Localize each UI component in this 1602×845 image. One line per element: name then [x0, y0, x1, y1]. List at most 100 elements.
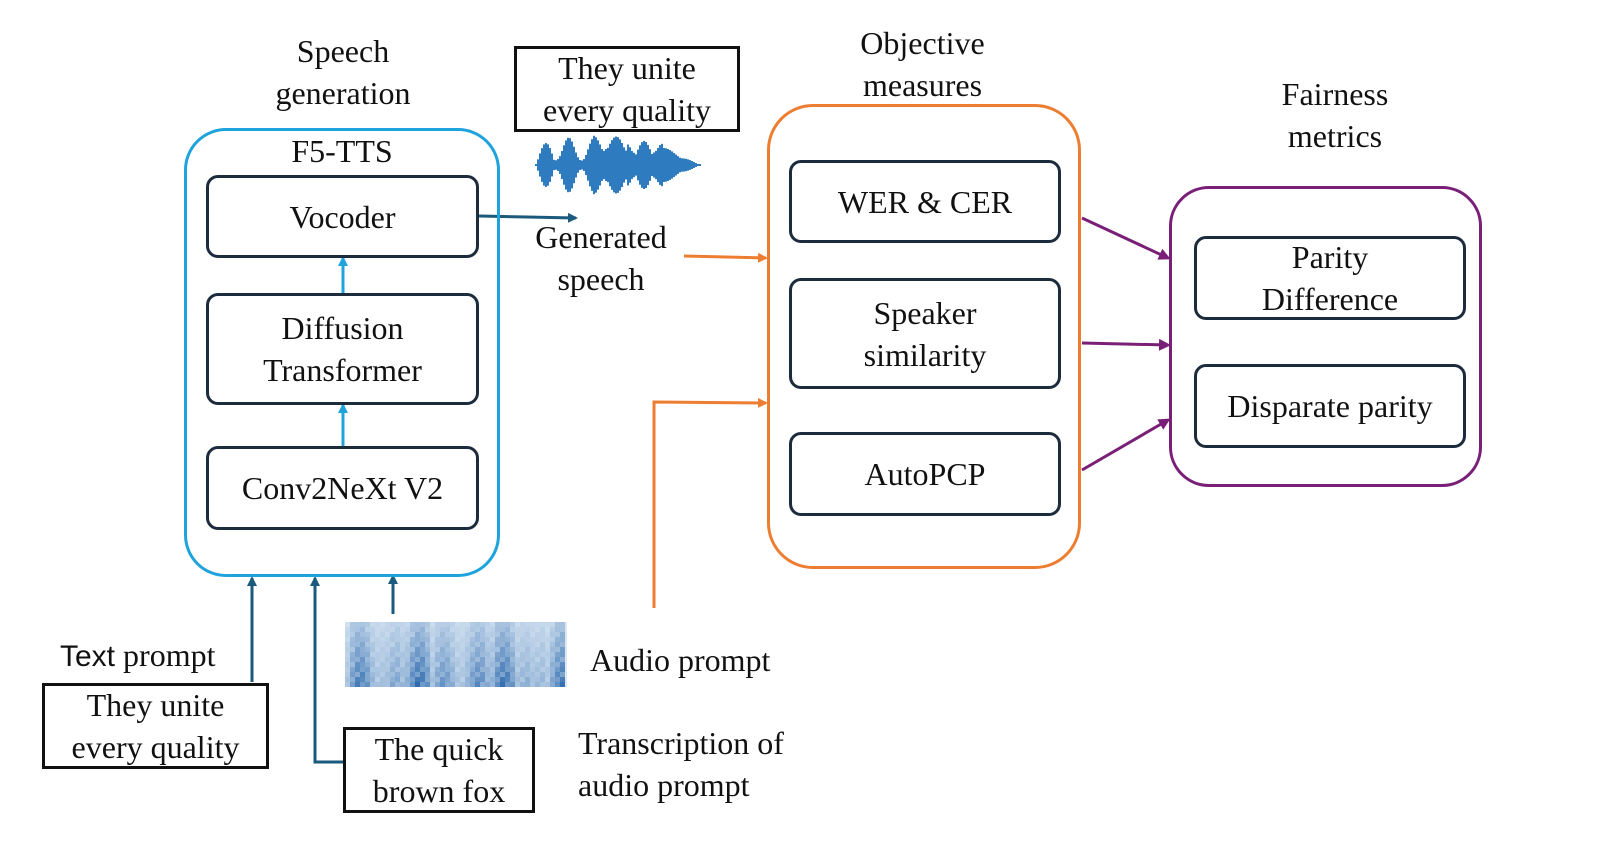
- spectrogram-cell: [425, 642, 430, 647]
- spectrogram-cell: [475, 682, 480, 687]
- spectrogram-cell: [550, 677, 555, 682]
- spectrogram-cell: [345, 657, 350, 662]
- spectrogram-cell: [470, 672, 475, 677]
- spectrogram-cell: [380, 622, 385, 627]
- spectrogram-cell: [465, 632, 470, 637]
- spectrogram-cell: [400, 627, 405, 632]
- spectrogram-cell: [460, 662, 465, 667]
- generated-speech-line2: speech: [557, 261, 645, 297]
- spectrogram-cell: [375, 657, 380, 662]
- text-prompt-line1: They unite: [86, 687, 225, 723]
- spectrogram-cell: [390, 657, 395, 662]
- spectrogram-cell: [475, 627, 480, 632]
- spectrogram-cell: [490, 652, 495, 657]
- spectrogram-cell: [510, 647, 515, 652]
- spectrogram-cell: [350, 682, 355, 687]
- spectrogram-cell: [415, 642, 420, 647]
- spectrogram-cell: [450, 672, 455, 677]
- spectrogram-cell: [425, 637, 430, 642]
- spectrogram-cell: [500, 622, 505, 627]
- spectrogram-cell: [490, 677, 495, 682]
- spectrogram-cell: [425, 672, 430, 677]
- spectrogram-cell: [560, 637, 565, 642]
- spectrogram-cell: [350, 662, 355, 667]
- spectrogram-cell: [380, 642, 385, 647]
- spectrogram-cell: [420, 657, 425, 662]
- spectrogram-cell: [465, 647, 470, 652]
- spectrogram-cell: [500, 677, 505, 682]
- spectrogram-cell: [345, 627, 350, 632]
- spectrogram-cell: [560, 622, 565, 627]
- spectrogram-cell: [365, 667, 370, 672]
- spectrogram-cell: [535, 672, 540, 677]
- spectrogram-cell: [525, 632, 530, 637]
- spectrogram-cell: [445, 682, 450, 687]
- spectrogram-cell: [480, 627, 485, 632]
- spectrogram-cell: [465, 677, 470, 682]
- spectrogram-cell: [385, 652, 390, 657]
- spectrogram-cell: [475, 672, 480, 677]
- spectrogram-cell: [470, 642, 475, 647]
- spectrogram-cell: [405, 652, 410, 657]
- spectrogram-cell: [535, 637, 540, 642]
- spectrogram-cell: [495, 657, 500, 662]
- spectrogram-cell: [495, 632, 500, 637]
- spectrogram-cell: [395, 642, 400, 647]
- spectrogram-cell: [375, 652, 380, 657]
- spectrogram-cell: [415, 662, 420, 667]
- spectrogram-cell: [400, 642, 405, 647]
- spectrogram-cell: [500, 652, 505, 657]
- spectrogram-cell: [485, 652, 490, 657]
- arrow-audio-to-objective: [652, 397, 768, 608]
- spectrogram-cell: [355, 637, 360, 642]
- spectrogram-cell: [345, 622, 350, 627]
- spectrogram-cell: [345, 677, 350, 682]
- spectrogram-cell: [445, 672, 450, 677]
- text-prompt-word2: prompt: [123, 637, 216, 673]
- speech-generation-heading: Speech generation: [238, 30, 448, 114]
- spectrogram-cell: [390, 642, 395, 647]
- spectrogram-cell: [445, 667, 450, 672]
- spectrogram-cell: [420, 652, 425, 657]
- spectrogram-cell: [530, 662, 535, 667]
- spectrogram-cell: [545, 637, 550, 642]
- spectrogram-cell: [360, 647, 365, 652]
- spectrogram-cell: [560, 642, 565, 647]
- spectrogram-cell: [390, 627, 395, 632]
- spectrogram-cell: [525, 637, 530, 642]
- spectrogram-cell: [345, 642, 350, 647]
- spectrogram-cell: [440, 637, 445, 642]
- generated-text-line2: every quality: [543, 92, 711, 128]
- spectrogram-cell: [550, 662, 555, 667]
- spectrogram-cell: [375, 627, 380, 632]
- spectrogram-cell: [400, 667, 405, 672]
- spectrogram-cell: [375, 637, 380, 642]
- spectrogram-cell: [465, 667, 470, 672]
- spectrogram-cell: [535, 647, 540, 652]
- spectrogram-cell: [425, 667, 430, 672]
- spectrogram-cell: [475, 652, 480, 657]
- spectrogram-cell: [540, 662, 545, 667]
- spectrogram-cell: [410, 627, 415, 632]
- spectrogram-cell: [400, 622, 405, 627]
- spectrogram-cell: [410, 662, 415, 667]
- spectrogram-cell: [355, 632, 360, 637]
- spectrogram-cell: [520, 637, 525, 642]
- spectrogram-cell: [520, 627, 525, 632]
- spectrogram-cell: [535, 622, 540, 627]
- spectrogram-cell: [540, 652, 545, 657]
- spectrogram-cell: [445, 662, 450, 667]
- spectrogram-cell: [500, 642, 505, 647]
- spectrogram-cell: [410, 637, 415, 642]
- spectrogram-cell: [525, 682, 530, 687]
- spectrogram-cell: [555, 682, 560, 687]
- spectrogram-cell: [345, 672, 350, 677]
- spectrogram-cell: [505, 657, 510, 662]
- spectrogram-cell: [460, 682, 465, 687]
- spectrogram-cell: [465, 657, 470, 662]
- spectrogram-cell: [480, 632, 485, 637]
- spectrogram-cell: [560, 657, 565, 662]
- spectrogram-cell: [400, 672, 405, 677]
- conv2next-block: Conv2NeXt V2: [206, 446, 479, 530]
- spectrogram-cell: [505, 682, 510, 687]
